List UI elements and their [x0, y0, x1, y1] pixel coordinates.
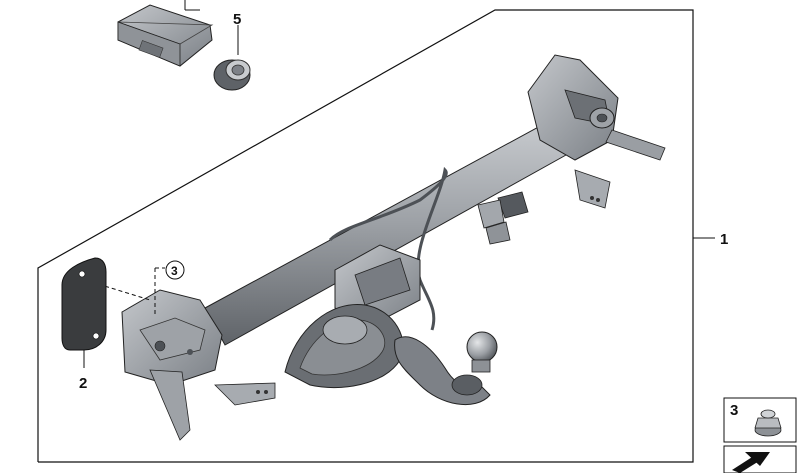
- nut-icon: [754, 409, 782, 437]
- callout-3-marker: 3: [165, 260, 185, 280]
- parts-legend: 3: [723, 397, 797, 473]
- left-mounting-bracket: [121, 289, 276, 441]
- gasket-part-2: [61, 257, 107, 351]
- right-mounting-bracket: [527, 54, 666, 209]
- arrow-icon: [732, 452, 770, 473]
- wiring-harness: [328, 166, 448, 331]
- callout-3: 3: [171, 264, 178, 278]
- callout-2: 2: [79, 375, 87, 392]
- socket-part-5: [213, 25, 251, 91]
- wiring-connector: [477, 191, 529, 245]
- tow-ball-neck: [394, 331, 498, 406]
- bolt-guide-lines: [84, 267, 165, 315]
- callout-5: 5: [233, 11, 241, 28]
- callout-1: 1: [720, 231, 728, 248]
- control-module: [117, 0, 214, 67]
- swivel-housing: [284, 303, 404, 389]
- assembly-frame: [37, 9, 694, 463]
- legend-item-3-label: 3: [730, 402, 738, 419]
